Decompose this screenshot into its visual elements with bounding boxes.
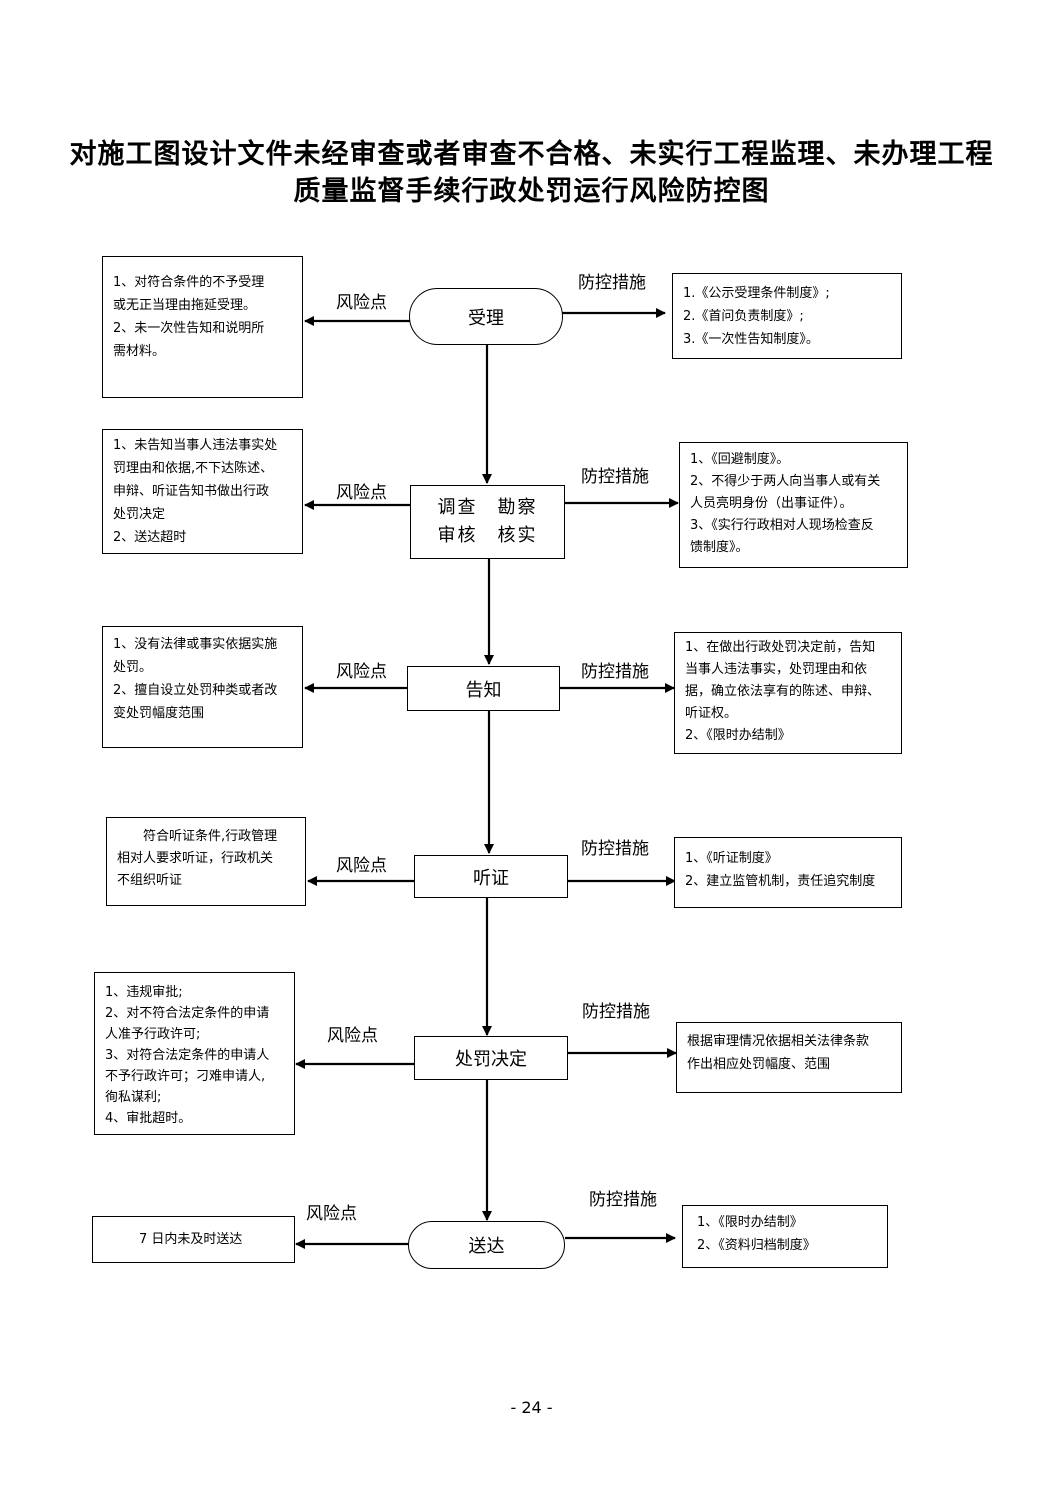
measure-box-4: 1、《听证制度》 2、建立监管机制，责任追究制度 (674, 837, 902, 908)
measure-line: 1、《听证制度》 (685, 851, 778, 866)
risk-line: 1、违规审批; (105, 985, 183, 1000)
risk-line: 7 日内未及时送达 (139, 1232, 243, 1247)
step-songda: 送达 (408, 1221, 565, 1269)
risk-line: 2、擅自设立处罚种类或者改 (113, 683, 278, 698)
measure-box-5: 根据审理情况依据相关法律条款 作出相应处罚幅度、范围 (676, 1022, 902, 1093)
risk-box-4: 符合听证条件,行政管理 相对人要求听证，行政机关 不组织听证 (106, 817, 306, 906)
risk-line: 人准予行政许可; (105, 1027, 201, 1042)
step-label: 受理 (468, 307, 504, 329)
measure-box-3: 1、在做出行政处罚决定前，告知 当事人违法事实，处罚理由和依 据，确立依法享有的… (674, 632, 902, 754)
step-tingzheng: 听证 (414, 855, 568, 898)
control-label-2: 防控措施 (581, 467, 649, 487)
measure-line: 馈制度》。 (690, 540, 749, 555)
step-label: 告知 (465, 679, 502, 701)
risk-line: 处罚决定 (113, 507, 166, 522)
step-diaocha: 调查 勘察 审核 核实 (410, 485, 565, 559)
risk-line: 徇私谋利; (105, 1090, 162, 1105)
control-label-5: 防控措施 (582, 1002, 650, 1022)
risk-line: 罚理由和依据,不下达陈述、 (113, 461, 274, 476)
risk-label-1: 风险点 (336, 293, 387, 313)
control-label-6: 防控措施 (589, 1190, 657, 1210)
step-label: 听证 (473, 867, 509, 889)
measure-line: 3、《实行行政相对人现场检查反 (690, 518, 874, 533)
step-label: 审核 核实 (437, 525, 538, 546)
control-label-4: 防控措施 (581, 839, 649, 859)
measure-line: 当事人违法事实，处罚理由和依 (685, 662, 868, 677)
measure-line: 据，确立依法享有的陈述、申辩、 (685, 684, 881, 699)
risk-line: 2、送达超时 (113, 530, 187, 545)
page-title-line-1: 对施工图设计文件未经审查或者审查不合格、未实行工程监理、未办理工程 (69, 139, 994, 170)
measure-line: 2、不得少于两人向当事人或有关 (690, 474, 881, 489)
measure-line: 根据审理情况依据相关法律条款 (687, 1034, 870, 1049)
risk-line: 2、对不符合法定条件的申请 (105, 1006, 270, 1021)
page-title-line-2: 质量监督手续行政处罚运行风险防控图 (293, 176, 770, 207)
risk-line: 处罚。 (113, 660, 153, 675)
risk-line: 需材料。 (113, 344, 166, 359)
measure-line: 2.《首问负责制度》; (683, 309, 804, 324)
risk-line: 1、没有法律或事实依据实施 (113, 637, 278, 652)
step-label: 处罚决定 (455, 1049, 527, 1070)
risk-line: 相对人要求听证，行政机关 (117, 851, 274, 866)
step-shouli: 受理 (409, 288, 563, 345)
measure-line: 人员亮明身份（出事证件）。 (690, 496, 853, 511)
risk-line: 1、未告知当事人违法事实处 (113, 438, 278, 453)
risk-label-3: 风险点 (336, 662, 387, 682)
risk-line: 不予行政许可；刁难申请人, (105, 1069, 266, 1084)
risk-box-1: 1、对符合条件的不予受理 或无正当理由拖延受理。 2、未一次性告知和说明所 需材… (102, 256, 303, 398)
risk-line: 变处罚幅度范围 (113, 706, 205, 721)
measure-box-1: 1.《公示受理条件制度》; 2.《首问负责制度》; 3.《一次性告知制度》。 (672, 273, 902, 359)
measure-line: 听证权。 (685, 706, 738, 721)
risk-box-3: 1、没有法律或事实依据实施 处罚。 2、擅自设立处罚种类或者改 变处罚幅度范围 (102, 626, 303, 748)
measure-line: 1、《限时办结制》 (697, 1215, 803, 1230)
measure-line: 2、《限时办结制》 (685, 728, 791, 743)
risk-label-2: 风险点 (336, 483, 387, 503)
measure-line: 2、建立监管机制，责任追究制度 (685, 874, 876, 889)
measure-line: 2、《资料归档制度》 (697, 1238, 816, 1253)
risk-box-2: 1、未告知当事人违法事实处 罚理由和依据,不下达陈述、 申辩、听证告知书做出行政… (102, 429, 303, 554)
risk-line: 4、审批超时。 (105, 1111, 192, 1126)
risk-label-4: 风险点 (336, 856, 387, 876)
risk-line: 符合听证条件,行政管理 (117, 829, 278, 844)
page-number: - 24 - (510, 1398, 553, 1417)
measure-line: 作出相应处罚幅度、范围 (687, 1057, 831, 1072)
risk-label-6: 风险点 (306, 1204, 357, 1224)
measure-line: 1、在做出行政处罚决定前，告知 (685, 640, 876, 655)
step-label: 调查 勘察 (437, 497, 538, 518)
step-chufa-jueding: 处罚决定 (414, 1036, 568, 1080)
step-label: 送达 (468, 1236, 505, 1257)
measure-line: 3.《一次性告知制度》。 (683, 332, 819, 347)
risk-label-5: 风险点 (327, 1026, 378, 1046)
risk-line: 1、对符合条件的不予受理 (113, 275, 265, 290)
measure-box-2: 1、《回避制度》。 2、不得少于两人向当事人或有关 人员亮明身份（出事证件）。 … (679, 442, 908, 568)
risk-box-6: 7 日内未及时送达 (92, 1216, 295, 1263)
step-gaozhi: 告知 (407, 666, 560, 711)
control-label-1: 防控措施 (578, 273, 646, 293)
measure-line: 1.《公示受理条件制度》; (683, 286, 830, 301)
risk-line: 3、对符合法定条件的申请人 (105, 1048, 270, 1063)
control-label-3: 防控措施 (581, 662, 649, 682)
risk-line: 不组织听证 (117, 873, 183, 888)
risk-line: 申辩、听证告知书做出行政 (113, 484, 270, 499)
measure-line: 1、《回避制度》。 (690, 452, 790, 467)
risk-line: 2、未一次性告知和说明所 (113, 321, 265, 336)
measure-box-6: 1、《限时办结制》 2、《资料归档制度》 (682, 1205, 888, 1268)
risk-box-5: 1、违规审批; 2、对不符合法定条件的申请 人准予行政许可; 3、对符合法定条件… (94, 972, 295, 1135)
risk-line: 或无正当理由拖延受理。 (113, 298, 257, 313)
